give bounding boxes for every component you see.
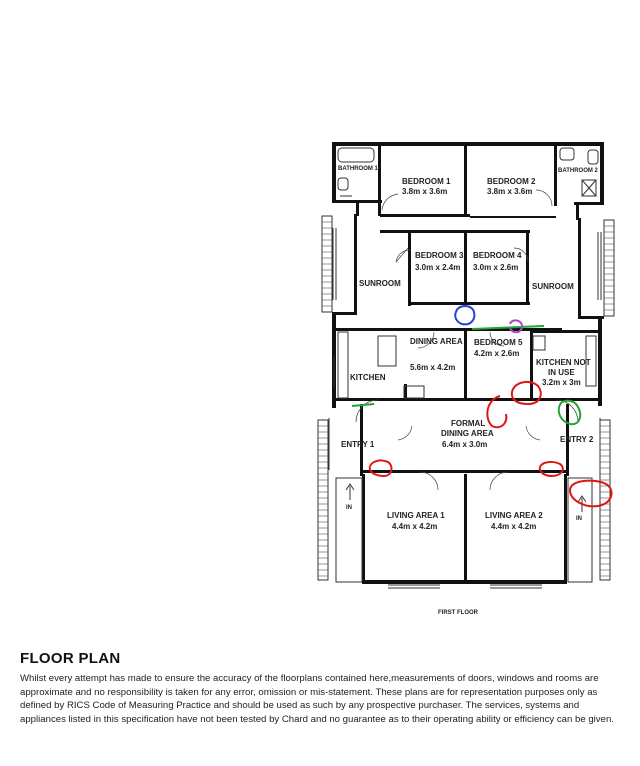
red-loop-annotation-4 (538, 461, 564, 478)
dims-bedroom-5: 4.2m x 2.6m (474, 349, 519, 358)
dims-living-area-1: 4.4m x 4.2m (392, 522, 437, 531)
bathroom-fixtures (337, 147, 599, 197)
label-sunroom-left: SUNROOM (359, 279, 401, 288)
label-formal-dining-2: DINING AREA (441, 429, 494, 438)
floor-plan-title: FLOOR PLAN (20, 650, 121, 667)
kitchen-fixtures (337, 331, 597, 399)
dims-dining-area: 5.6m x 4.2m (410, 363, 455, 372)
label-bathroom-1: BATHROOM 1 (338, 166, 379, 172)
label-kitchen-not-in-use-1: KITCHEN NOT (536, 358, 591, 367)
red-loop-annotation-2 (486, 395, 508, 429)
label-sunroom-right: SUNROOM (532, 282, 574, 291)
label-bathroom-2: BATHROOM 2 (558, 168, 599, 174)
red-loop-annotation-3 (368, 459, 393, 478)
floor-plan-drawing: BATHROOM 1 BEDROOM 1 3.8m x 3.6m BEDROOM… (317, 142, 615, 616)
label-bedroom-3: BEDROOM 3 (415, 251, 464, 260)
green-loop-annotation (557, 399, 582, 426)
stair-treads (318, 221, 614, 577)
green-mark-annotation (351, 403, 375, 407)
label-living-area-2: LIVING AREA 2 (485, 511, 543, 520)
disclaimer-text: Whilst every attempt has made to ensure … (20, 673, 614, 726)
interior-walls (336, 146, 600, 473)
red-loop-annotation-1 (510, 380, 542, 406)
label-bedroom-2: BEDROOM 2 (487, 177, 536, 186)
dims-bedroom-3: 3.0m x 2.4m (415, 263, 460, 272)
label-formal-dining-1: FORMAL (451, 419, 485, 428)
red-loop-annotation-5 (569, 479, 613, 508)
label-bedroom-4: BEDROOM 4 (473, 251, 522, 260)
dims-bedroom-2: 3.8m x 3.6m (487, 187, 532, 196)
blue-circle-annotation (454, 305, 476, 326)
dims-formal-dining: 6.4m x 3.0m (442, 440, 487, 449)
label-living-area-1: LIVING AREA 1 (387, 511, 445, 520)
dims-bedroom-4: 3.0m x 2.6m (473, 263, 518, 272)
label-kitchen-not-in-use-2: IN USE (548, 368, 575, 377)
label-bedroom-1: BEDROOM 1 (402, 177, 451, 186)
label-bedroom-5: BEDROOM 5 (474, 338, 523, 347)
dims-living-area-2: 4.4m x 4.2m (491, 522, 536, 531)
room-labels: BATHROOM 1 BEDROOM 1 3.8m x 3.6m BEDROOM… (338, 166, 599, 616)
label-entry-2: ENTRY 2 (560, 435, 594, 444)
label-entry-1: ENTRY 1 (341, 440, 375, 449)
purple-circle-annotation (509, 319, 524, 334)
label-stair-in-right: IN (576, 516, 582, 522)
label-stair-in-left: IN (346, 505, 352, 511)
hand-annotations (351, 305, 613, 508)
dims-kitchen-not-in-use: 3.2m x 3m (542, 378, 581, 387)
doors (355, 189, 579, 491)
label-first-floor: FIRST FLOOR (438, 610, 479, 616)
green-line-annotation (471, 325, 545, 330)
label-kitchen: KITCHEN (350, 373, 386, 382)
dims-bedroom-1: 3.8m x 3.6m (402, 187, 447, 196)
label-dining-area: DINING AREA (410, 337, 463, 346)
